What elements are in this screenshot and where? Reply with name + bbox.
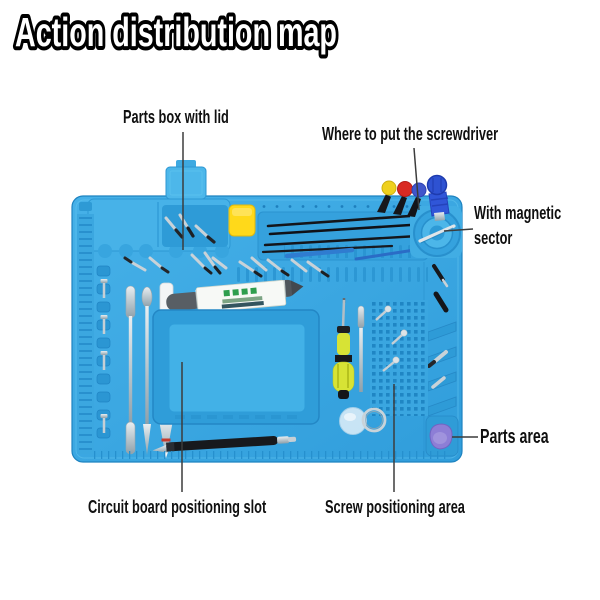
suction-cup-and-ring [339, 407, 387, 435]
metal-rod [357, 305, 365, 392]
label-circuit-board: Circuit board positioning slot [88, 497, 267, 517]
scattered-drill-bits [123, 251, 330, 278]
left-ruler-strip [77, 202, 94, 454]
screw-positioning-grid [370, 300, 428, 416]
brand-card-assembly [166, 279, 304, 313]
page-title: Action distribution map [12, 7, 341, 59]
eraser [228, 204, 256, 237]
label-parts-area: Parts area [480, 426, 549, 448]
card-green-marks [223, 287, 257, 297]
screw-slot-column [96, 265, 111, 439]
screwdriver-yellow-handle [332, 298, 355, 399]
metal-pin [418, 224, 456, 243]
label-parts-box: Parts box with lid [123, 107, 229, 127]
screwdriver-slot-area [257, 205, 429, 261]
right-column [423, 262, 459, 457]
parts-area-pocket [425, 415, 459, 457]
drill-bits-in-bin [164, 213, 216, 244]
bottom-ruler [90, 449, 450, 459]
screwdriver-yellow-ball [377, 180, 397, 213]
page-title-text: Action distribution map [15, 10, 337, 55]
parts-box-with-lid [165, 160, 207, 200]
label-screwdriver-slot: Where to put the screwdriver [322, 124, 499, 144]
comb-row [232, 262, 428, 282]
leader-magnetic [443, 228, 474, 232]
magnetic-sector [410, 206, 462, 258]
screwdriver-blue-ball [407, 182, 427, 217]
top-left-trays [87, 198, 256, 258]
leader-screwdriver [413, 147, 420, 211]
stored-screws [100, 279, 108, 433]
label-magnetic-sector: With magnetic sector [474, 203, 562, 249]
screwdriver-stand [377, 174, 450, 221]
circuit-board-slot [152, 309, 320, 425]
black-probes [261, 213, 428, 254]
screwdriver-big-blue [426, 174, 450, 221]
loose-screws [375, 305, 408, 372]
label-screw-area: Screw positioning area [325, 497, 465, 517]
leader-lines [181, 132, 478, 492]
